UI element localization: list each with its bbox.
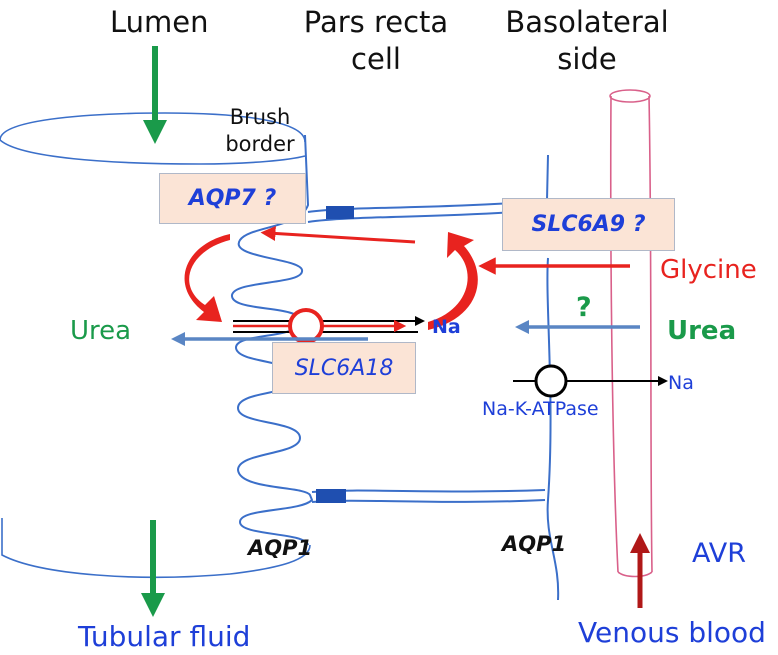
unknown-transport-label: ?	[576, 292, 592, 323]
atpase-label: Na-K-ATPase	[482, 398, 599, 420]
venous-blood-label: Venous blood	[578, 616, 766, 649]
brush-border-label: Brush border	[220, 104, 300, 159]
recycle-arrow-right	[428, 232, 478, 330]
aqp1-left-label: AQP1	[248, 536, 313, 560]
aqp1-right-label: AQP1	[502, 532, 567, 556]
slc6a9-box: SLC6A9 ?	[502, 198, 675, 251]
brush-line2: border	[225, 132, 295, 157]
vessel-avr	[609, 89, 653, 578]
glycine-label: Glycine	[660, 255, 757, 285]
header-basolateral-side: Basolateral side	[502, 4, 672, 78]
header-lumen: Lumen	[110, 5, 209, 39]
brush-line1: Brush	[229, 105, 291, 129]
slc6a18-box: SLC6A18	[272, 342, 416, 394]
na-k-atpase-pump	[534, 364, 568, 398]
glycine-efflux-arrow	[260, 225, 416, 244]
avr-label: AVR	[692, 538, 746, 569]
basolateral-membrane	[546, 154, 560, 601]
header-baso-line1: Basolateral	[505, 5, 669, 39]
urea-left-label: Urea	[70, 316, 132, 346]
tubular-fluid-label: Tubular fluid	[78, 620, 251, 653]
urea-right-label: Urea	[667, 316, 737, 346]
header-cell-line1: Pars recta	[303, 5, 449, 39]
tight-junction-bottom	[311, 489, 546, 503]
header-pars-recta-cell: Pars recta cell	[286, 4, 466, 78]
na-inner-label: Na	[432, 316, 461, 338]
header-baso-line2: side	[557, 42, 617, 77]
header-cell-line2: cell	[351, 42, 401, 77]
aqp7-box: AQP7 ?	[159, 173, 306, 224]
slc6a18-transporter	[288, 308, 324, 344]
lumen-top-ellipse	[0, 112, 306, 165]
na-outer-label: Na	[668, 372, 694, 394]
recycle-arrow-left	[184, 234, 230, 322]
lumen-bottom-ellipse	[1, 518, 311, 579]
